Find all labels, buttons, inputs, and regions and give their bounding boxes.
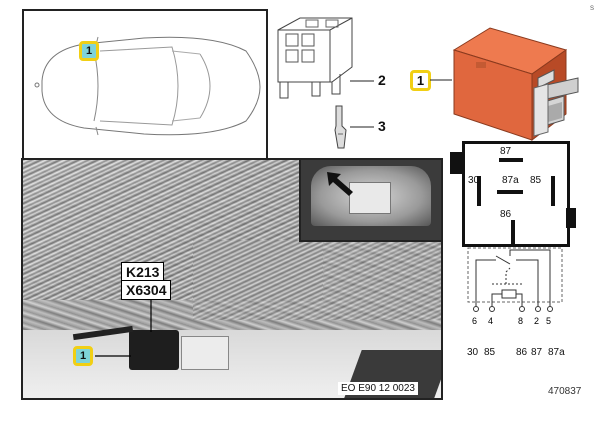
reference-number: 470837 [548,386,582,397]
leader-line-3 [350,126,374,128]
leader-line-1 [430,79,452,81]
pin-label-86: 86 [500,209,512,220]
label-leader-lines [95,300,152,357]
installation-photo: K213 X6304 1 EO E90 12 0023 [21,158,443,400]
sch-pin-5: 5 [546,316,551,326]
sch-pin-6: 6 [472,316,477,326]
part-label-3: 3 [378,118,386,134]
relay-icon [452,27,579,142]
pin-label-85: 85 [530,175,542,186]
relay-pinout-diagram [462,141,570,247]
photo-callout-1: 1 [73,346,93,366]
sch-term-87a: 87a [548,347,565,358]
car-outline-icon [34,36,261,136]
pin-label-87: 87 [500,146,512,157]
sch-pin-2: 2 [534,316,539,326]
part-label-2: 2 [378,72,386,88]
relay-schematic: 6 4 8 2 5 [467,247,563,326]
label-x6304: X6304 [121,280,172,300]
pin-label-30: 30 [468,175,480,186]
inset-arrow-icon [327,172,353,196]
terminal-pin-icon [334,105,347,149]
inset-photo [299,160,441,242]
leader-line-2 [350,80,374,82]
sch-pin-8: 8 [518,316,523,326]
sch-pin-4: 4 [488,316,493,326]
photo-code-caption: EO E90 12 0023 [338,382,418,395]
part-callout-1: 1 [410,70,431,91]
sch-term-87: 87 [531,347,543,358]
sch-term-86: 86 [516,347,528,358]
location-callout-1: 1 [79,41,99,61]
corner-mark: S [590,6,595,12]
car-location-panel: 1 [22,9,268,163]
connector-housing-icon [277,17,353,99]
sch-term-85: 85 [484,347,496,358]
pin-label-87a: 87a [502,175,519,186]
sch-term-30: 30 [467,347,479,358]
